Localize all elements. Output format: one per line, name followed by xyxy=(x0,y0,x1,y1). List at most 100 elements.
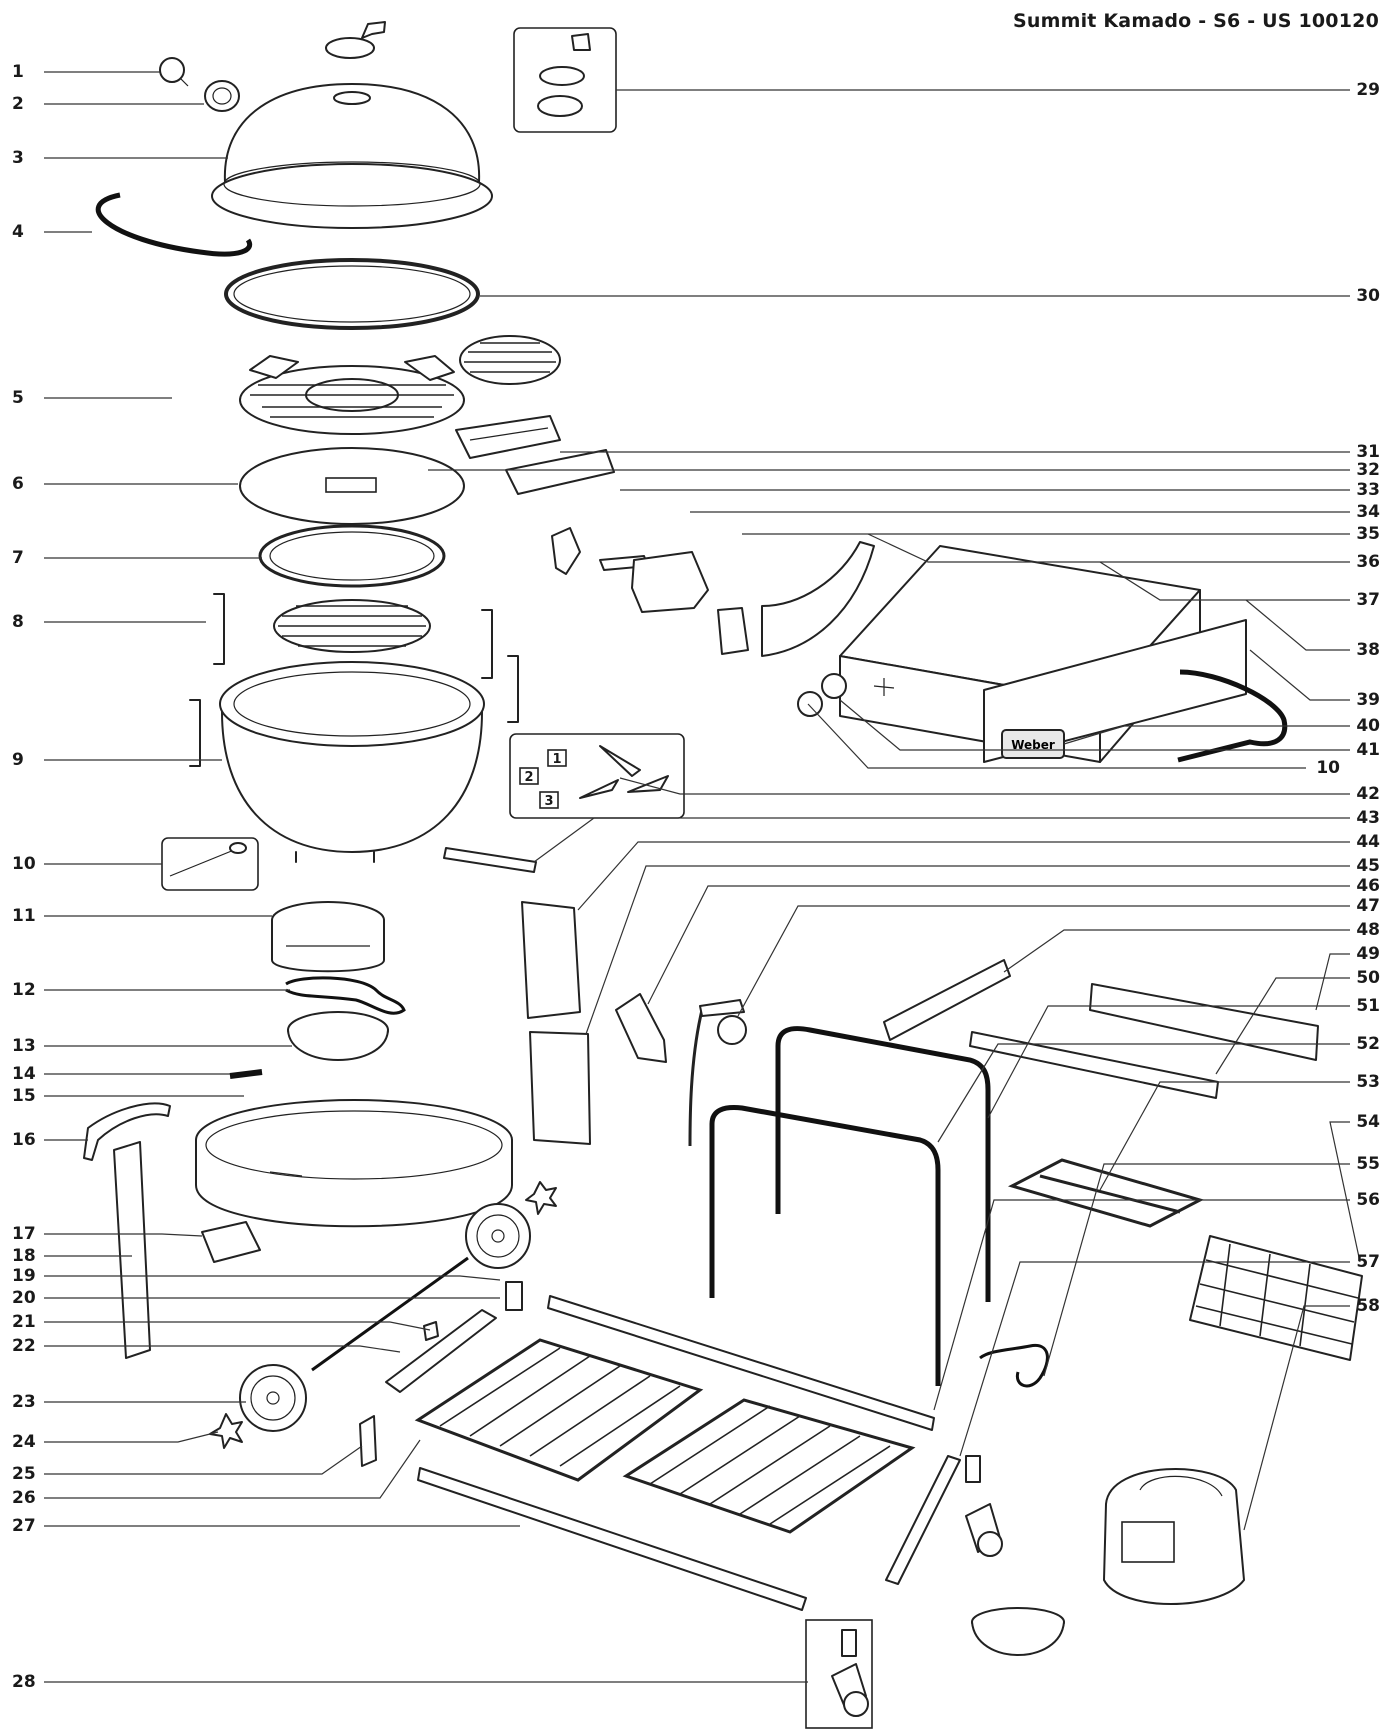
callout-label-right: 47 xyxy=(1356,896,1380,916)
leader-line-left xyxy=(44,1321,431,1331)
frame-part xyxy=(709,1026,991,1386)
wire-support-part xyxy=(285,976,406,1015)
callout-label-left: 19 xyxy=(12,1266,36,1286)
lid-gasket-part xyxy=(95,192,253,257)
callout-label-left: 10 xyxy=(12,854,36,874)
leader-line-right xyxy=(647,885,1350,1005)
clip-part xyxy=(201,1221,261,1263)
heat-shield-part xyxy=(521,901,581,1019)
callout-label-right: 33 xyxy=(1356,480,1380,500)
front-rail-part xyxy=(417,1467,807,1611)
callout-label-right: 34 xyxy=(1356,502,1380,522)
leader-line-right xyxy=(807,703,1306,769)
callout-label-left: 27 xyxy=(12,1516,36,1536)
table-side-panel-part xyxy=(983,619,1247,763)
caster-part xyxy=(965,1455,1003,1557)
callout-label-right: 43 xyxy=(1356,808,1380,828)
mount-bracket-part xyxy=(615,993,667,1063)
corner-bracket-part xyxy=(359,1415,377,1467)
callout-label-right: 56 xyxy=(1356,1190,1380,1210)
callout-label-right: 50 xyxy=(1356,968,1380,988)
leader-line-right xyxy=(737,905,1350,1017)
diagram-title: Summit Kamado - S6 - US 100120 xyxy=(1012,10,1379,32)
callout-label-left: 13 xyxy=(12,1036,36,1056)
callout-label-left: 9 xyxy=(12,750,24,770)
callout-label-left: 4 xyxy=(12,222,24,242)
short-rail-part xyxy=(385,1309,497,1393)
callout-label-left: 2 xyxy=(12,94,24,114)
callout-label-right: 49 xyxy=(1356,944,1380,964)
callout-label-left: 14 xyxy=(12,1064,36,1084)
leg-post-part xyxy=(113,1141,151,1359)
inset-sub-label-3: 3 xyxy=(544,794,553,809)
left-callouts: 1234567891011121314151617181920212223242… xyxy=(12,62,808,1692)
logo-plate-part: Weber xyxy=(1001,729,1065,759)
callout-label-right: 40 xyxy=(1356,716,1380,736)
leader-line-left xyxy=(44,1345,401,1353)
ash-pan-part xyxy=(287,1011,389,1061)
callout-label-right: 39 xyxy=(1356,690,1380,710)
right-callouts: 2930313233343536373839404110424344454647… xyxy=(428,80,1380,1531)
leader-line-right xyxy=(1099,561,1350,601)
callout-label-left: 6 xyxy=(12,474,24,494)
top-vent-part xyxy=(325,21,386,59)
hinge-part xyxy=(599,551,749,655)
callout-label-right: 44 xyxy=(1356,832,1380,852)
callout-label-left: 3 xyxy=(12,148,24,168)
callout-label-right: 53 xyxy=(1356,1072,1380,1092)
leader-line-right xyxy=(1043,1163,1350,1377)
cooking-ring-part xyxy=(224,258,480,330)
callout-label-left: 1 xyxy=(12,62,24,82)
table-ring-part xyxy=(195,1099,513,1228)
leader-line-right xyxy=(1249,649,1350,701)
leader-line-right xyxy=(1315,953,1350,1011)
callout-label-left: 20 xyxy=(12,1288,36,1308)
lid-dome-part xyxy=(211,83,493,229)
leader-line-left xyxy=(44,1275,501,1281)
callout-label-right: 51 xyxy=(1356,996,1380,1016)
leader-line-right xyxy=(1243,1305,1350,1531)
callout-label-right: 10 xyxy=(1316,758,1340,778)
callout-label-right: 55 xyxy=(1356,1154,1380,1174)
callout-label-left: 16 xyxy=(12,1130,36,1150)
inset-sub-label-2: 2 xyxy=(524,770,533,785)
wheel-cap-part xyxy=(209,1413,243,1449)
callout-label-right: 42 xyxy=(1356,784,1380,804)
knob-base-part xyxy=(797,691,823,717)
leader-line-right xyxy=(619,777,1350,795)
callout-label-left: 18 xyxy=(12,1246,36,1266)
lower-rail-part xyxy=(969,1031,1219,1099)
leader-line-left xyxy=(44,1431,219,1443)
callout-label-right: 35 xyxy=(1356,524,1380,544)
callout-label-left: 26 xyxy=(12,1488,36,1508)
side-rail-part xyxy=(885,1455,961,1585)
leader-line-left xyxy=(44,1445,363,1475)
callout-label-right: 38 xyxy=(1356,640,1380,660)
callout-label-right: 31 xyxy=(1356,442,1380,462)
leg-bracket-part xyxy=(505,1281,523,1311)
handle-pin-part xyxy=(229,1069,263,1079)
callout-label-left: 22 xyxy=(12,1336,36,1356)
callout-label-right: 57 xyxy=(1356,1252,1380,1272)
leader-line-right xyxy=(987,1005,1350,1119)
axle-part xyxy=(311,1256,469,1372)
callout-label-left: 5 xyxy=(12,388,24,408)
wheel-part xyxy=(239,1364,307,1432)
callout-label-right: 32 xyxy=(1356,460,1380,480)
callout-label-left: 7 xyxy=(12,548,24,568)
callout-label-left: 25 xyxy=(12,1464,36,1484)
callout-label-right: 58 xyxy=(1356,1296,1380,1316)
diffuser-plate-part xyxy=(239,447,465,525)
leader-line-right xyxy=(533,817,1350,863)
leader-line-right xyxy=(1329,1121,1361,1263)
callout-label-left: 28 xyxy=(12,1672,36,1692)
table-handle-part xyxy=(1177,669,1288,763)
inset-box-29 xyxy=(513,27,617,133)
upper-rail-part xyxy=(883,959,1011,1041)
basket-rack-part xyxy=(1007,1158,1205,1228)
callout-label-left: 12 xyxy=(12,980,36,1000)
bowl-brackets-part xyxy=(189,593,519,767)
tool-hooks-part xyxy=(979,1343,1049,1388)
leader-line-left xyxy=(44,1439,421,1499)
